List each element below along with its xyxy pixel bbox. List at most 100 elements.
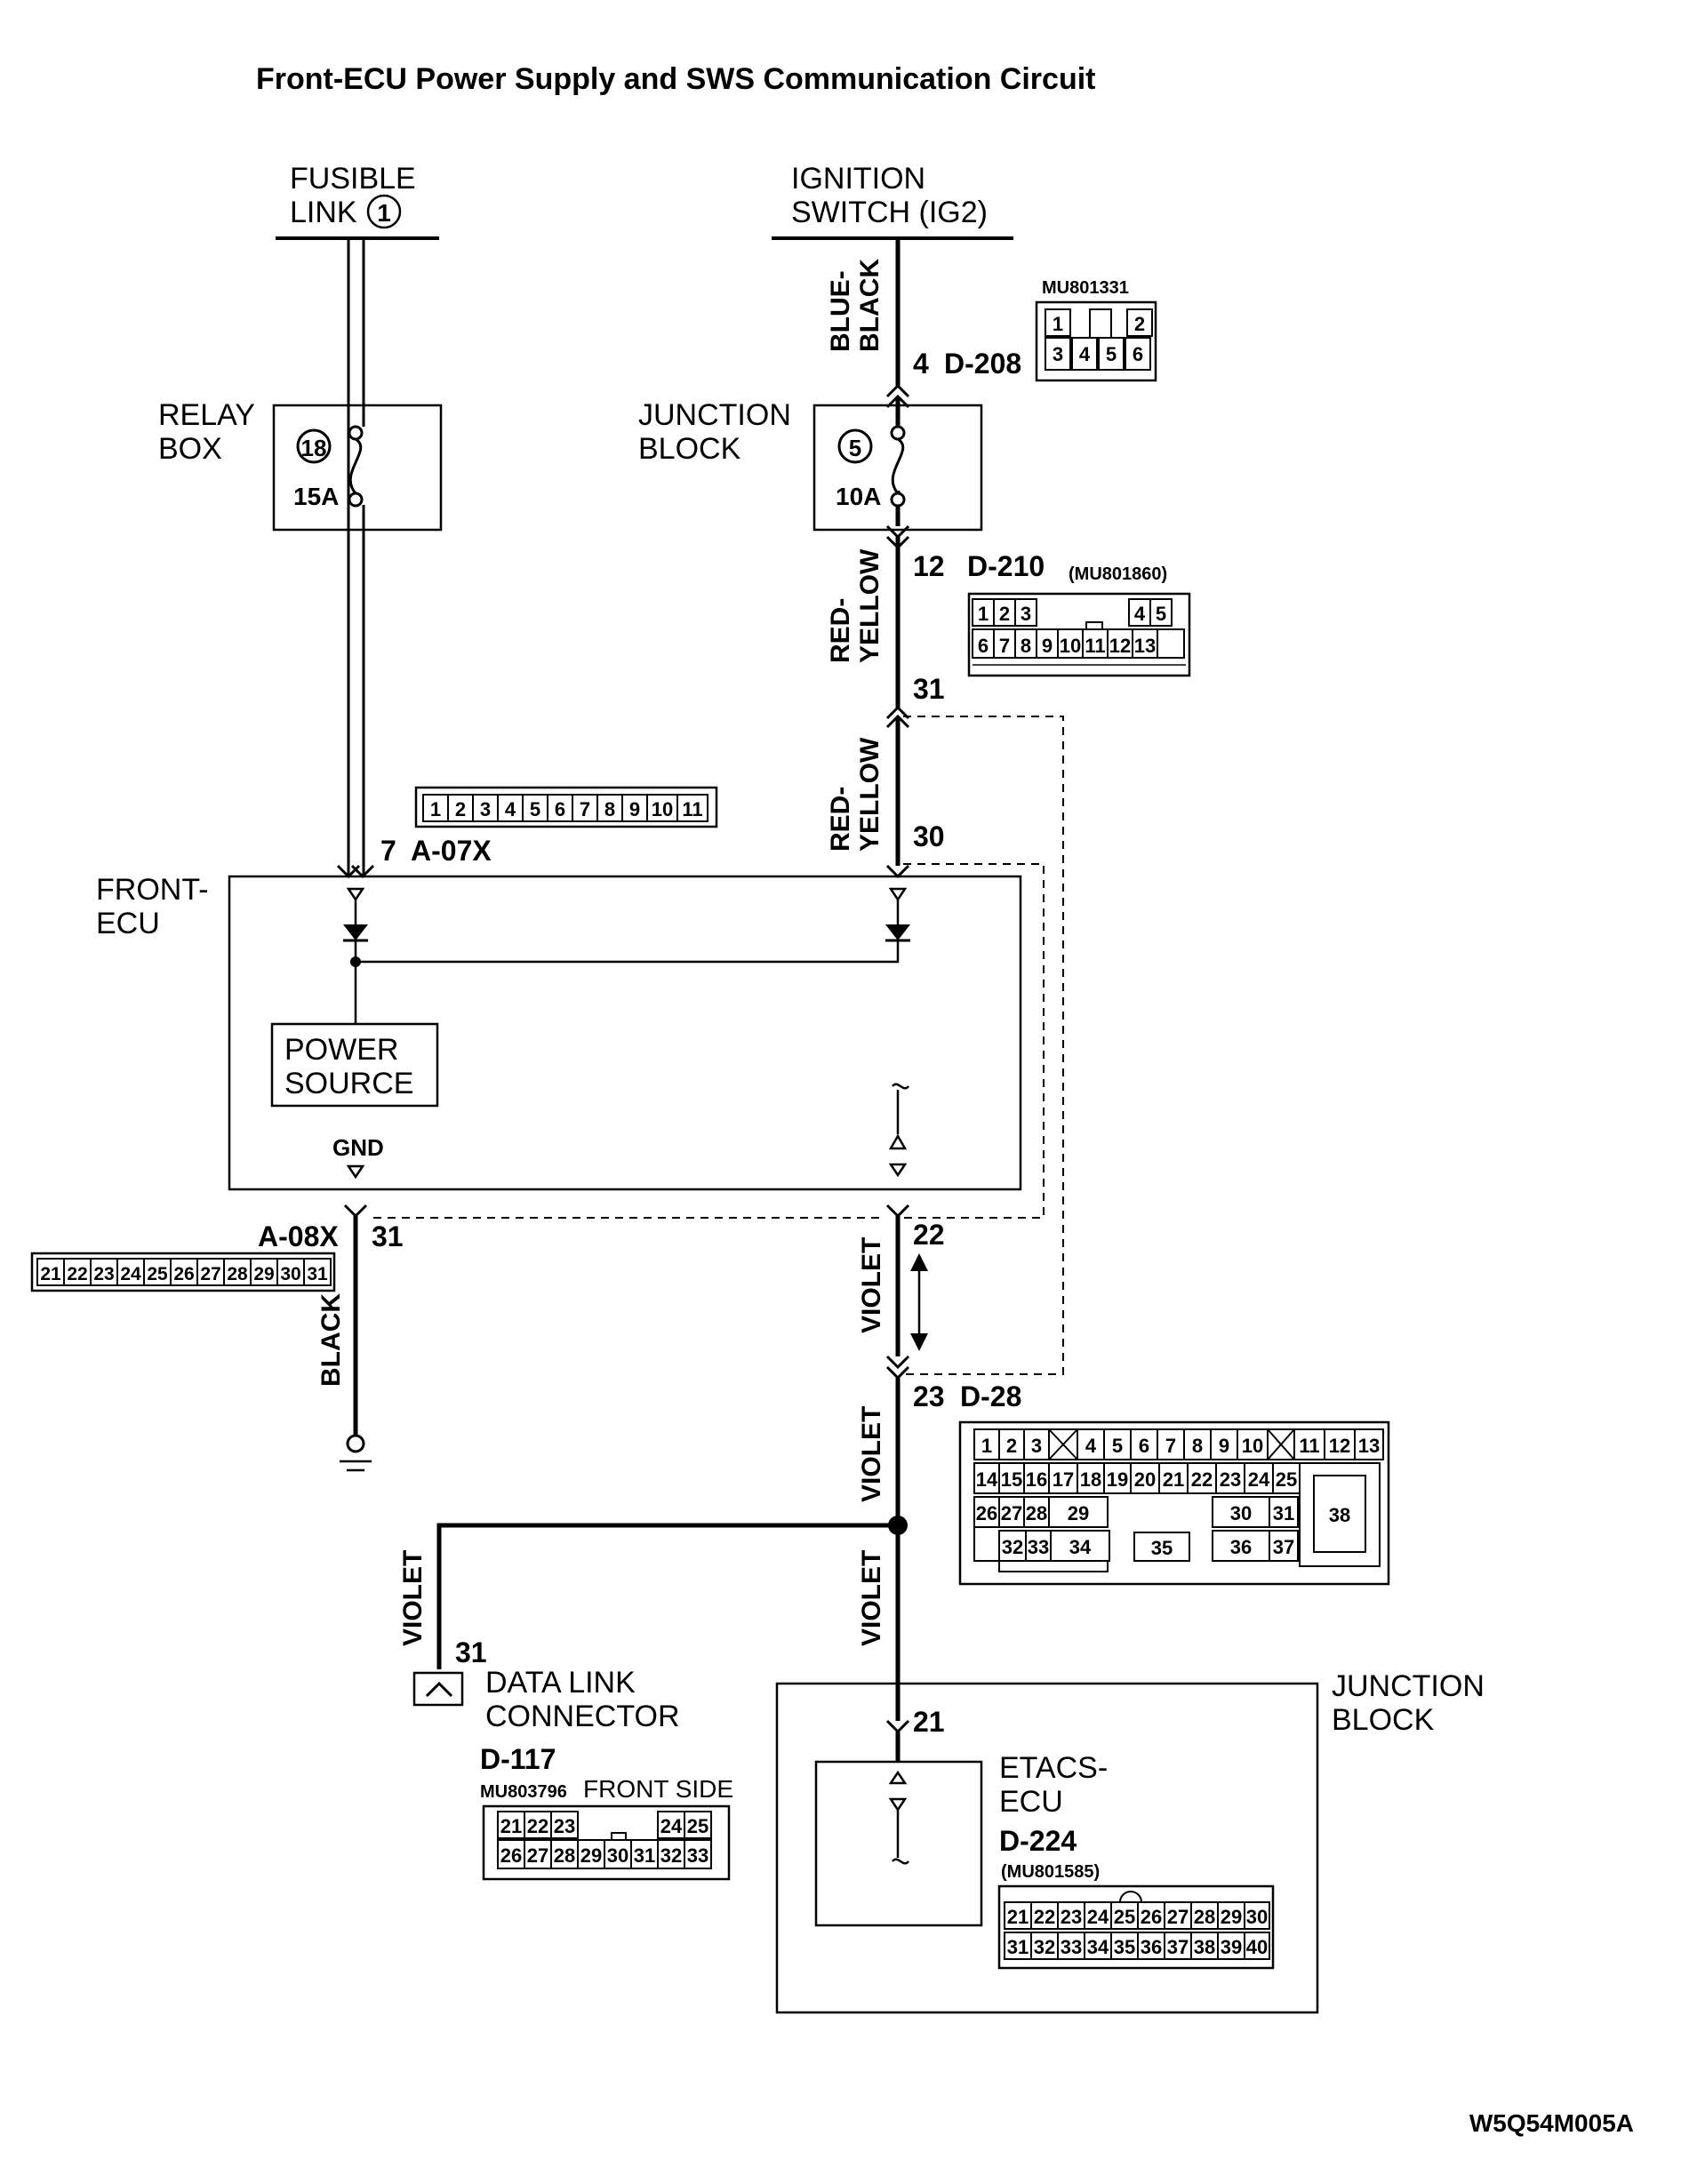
pin-label: 15 [1001, 1468, 1022, 1491]
diode [343, 924, 368, 940]
relay-box-label: RELAY [158, 398, 255, 432]
connector-a07x: 1 2 3 4 5 6 7 8 9 10 11 7 A-07X [380, 786, 718, 867]
front-ecu: FRONT- ECU POWER SOURCE GND [96, 873, 1022, 1191]
power-source-box [270, 1022, 439, 1108]
pin-label: 27 [527, 1844, 548, 1867]
pin-label: 2 [999, 603, 1010, 625]
connector-name: A-07X [411, 835, 492, 867]
connector-name: D-28 [960, 1380, 1021, 1412]
pin-label: 23 [554, 1815, 575, 1837]
pin-label: 39 [1221, 1936, 1242, 1958]
pin-label: 30 [280, 1264, 300, 1284]
pin-label: 22 [1191, 1468, 1213, 1491]
drawing-code: W5Q54M005A [1469, 2109, 1634, 2137]
pin-label: 18 [1080, 1468, 1101, 1491]
gnd-label: GND [332, 1134, 384, 1161]
fusible-link-label: FUSIBLE [290, 162, 416, 196]
pin-number: 12 [913, 550, 945, 582]
pin-label: 25 [687, 1815, 708, 1837]
pin-label: 9 [1042, 635, 1053, 657]
pin-label: 40 [1246, 1936, 1268, 1958]
wire-color-label: VIOLET [398, 1550, 428, 1646]
connector-name: A-08X [258, 1220, 339, 1252]
pin-label: 33 [1028, 1536, 1049, 1558]
pin-label: 11 [682, 798, 702, 820]
front-ecu-label: FRONT- [96, 873, 209, 907]
pin-label: 7 [999, 635, 1010, 657]
pin-number: 31 [913, 673, 945, 705]
connector-d208: 4 D-208 MU801331 1 2 3 4 5 6 [913, 278, 1157, 382]
pin-label: 32 [660, 1844, 682, 1867]
pin-label: 30 [1230, 1502, 1252, 1524]
junction-block-label: BLOCK [638, 432, 741, 466]
pin-label: 24 [660, 1815, 683, 1837]
pin-label: 25 [1276, 1468, 1297, 1491]
pin-label: 38 [1329, 1504, 1350, 1526]
pin-number: 22 [913, 1219, 945, 1251]
connector-part: MU803796 [480, 1782, 567, 1802]
pin-label: 6 [978, 635, 989, 657]
pin-label: 24 [1087, 1906, 1109, 1928]
pin-label: 8 [1021, 635, 1031, 657]
junction-block-etacs: JUNCTION BLOCK 21 ETACS- ECU D-224 (MU80… [775, 1669, 1485, 2014]
pin-label: 36 [1141, 1936, 1162, 1958]
pin-label: 8 [1192, 1435, 1203, 1457]
pin-label: 26 [976, 1502, 997, 1524]
wire-color-label: VIOLET [857, 1550, 886, 1646]
pin-number: 21 [913, 1706, 945, 1738]
pin-label: 31 [307, 1264, 328, 1284]
connector-part: (MU801860) [1069, 564, 1167, 584]
pin-label: 29 [1221, 1906, 1242, 1928]
pin-label: 23 [1061, 1906, 1082, 1928]
pin-label: 16 [1026, 1468, 1047, 1491]
fuse-number: 18 [301, 435, 327, 461]
ignition-switch-label: SWITCH (IG2) [791, 196, 988, 229]
pin-label: 19 [1107, 1468, 1128, 1491]
ground-terminal [346, 1434, 365, 1453]
fusible-link-double-wire [347, 238, 365, 876]
pin-label: 4 [505, 798, 516, 820]
pin-label: 28 [1026, 1502, 1047, 1524]
wire-color-label: YELLOW [855, 548, 885, 663]
pin-number: 4 [913, 348, 929, 380]
data-link-branch: VIOLET 31 DATA LINK CONNECTOR [398, 1523, 898, 1733]
pin-label: 31 [1273, 1502, 1294, 1524]
junction-block-label: JUNCTION [638, 398, 791, 432]
pin-label: 6 [1133, 343, 1143, 365]
fusible-link: FUSIBLE LINK 1 [276, 162, 439, 240]
pin-label: 2 [1006, 1435, 1017, 1457]
pin-label: 1 [981, 1435, 992, 1457]
wire-color-label: BLACK [855, 259, 885, 352]
etacs-ecu-box [814, 1760, 983, 1927]
front-ecu-outline [228, 875, 1022, 1191]
pin-number: 30 [913, 820, 945, 852]
pin-label: 13 [1358, 1435, 1380, 1457]
pin-label: 21 [500, 1815, 522, 1837]
shield-dashed-lines [373, 716, 1064, 1375]
pin-label: 6 [1139, 1435, 1149, 1457]
pin-number: 7 [380, 835, 396, 867]
pin-label: 30 [607, 1844, 628, 1867]
power-source-label: POWER [284, 1033, 398, 1067]
pin-label: 34 [1069, 1536, 1092, 1558]
relay-box-outline [272, 404, 443, 532]
wire-color-label: VIOLET [857, 1237, 886, 1333]
pin-label: 8 [604, 798, 615, 820]
pin-label: 32 [1034, 1936, 1055, 1958]
pin-label: 20 [1134, 1468, 1156, 1491]
pin-label: 25 [147, 1264, 168, 1284]
pin-label: 9 [1219, 1435, 1229, 1457]
pin-label: 12 [1329, 1435, 1350, 1457]
pin-label: 21 [1163, 1468, 1184, 1491]
pin-label: 28 [1194, 1906, 1215, 1928]
pin-label: 37 [1167, 1936, 1189, 1958]
fuse-rating: 15A [293, 483, 339, 510]
pin-label: 5 [1112, 1435, 1123, 1457]
pin-label: 33 [687, 1844, 708, 1867]
pin-label: 11 [1085, 635, 1105, 657]
fusible-link-number: 1 [377, 199, 391, 227]
pin-label: 32 [1002, 1536, 1023, 1558]
power-source-label: SOURCE [284, 1067, 413, 1100]
pin-label: 1 [1053, 313, 1063, 335]
